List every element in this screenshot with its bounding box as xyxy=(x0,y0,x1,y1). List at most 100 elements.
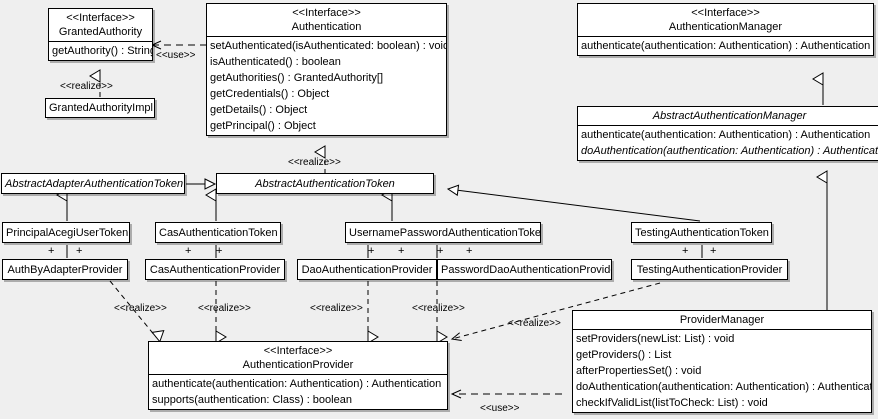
operation: isAuthenticated() : boolean xyxy=(210,56,341,68)
operation: setAuthenticated(isAuthenticated: boolea… xyxy=(210,40,447,52)
operation: afterPropertiesSet() : void xyxy=(576,365,702,377)
class-abstract-adapter-authentication-token[interactable]: AbstractAdapterAuthenticationToken xyxy=(1,173,185,194)
multiplicity-plus: + xyxy=(682,245,689,257)
class-authentication-provider[interactable]: <<Interface>> AuthenticationProvider aut… xyxy=(148,341,448,410)
operation: getAuthority() : String xyxy=(52,45,153,57)
class-abstract-authentication-manager[interactable]: AbstractAuthenticationManager authentica… xyxy=(577,106,878,161)
class-header: CasAuthenticationProvider xyxy=(146,261,284,279)
class-testing-authentication-provider[interactable]: TestingAuthenticationProvider xyxy=(631,259,788,280)
class-abstract-authentication-token[interactable]: AbstractAuthenticationToken xyxy=(216,173,434,194)
class-stereotype: <<Interface>> xyxy=(66,12,135,24)
class-cas-authentication-provider[interactable]: CasAuthenticationProvider xyxy=(145,259,285,280)
class-operations: authenticate(authentication: Authenticat… xyxy=(578,36,873,55)
class-stereotype: <<Interface>> xyxy=(263,345,333,357)
class-header: <<Interface>> AuthenticationManager xyxy=(578,4,873,36)
class-operations: setAuthenticated(isAuthenticated: boolea… xyxy=(207,36,446,135)
class-password-dao-authentication-provider[interactable]: PasswordDaoAuthenticationProvider xyxy=(437,259,612,280)
class-granted-authority-impl[interactable]: GrantedAuthorityImpl xyxy=(45,98,155,118)
operation: authenticate(authentication: Authenticat… xyxy=(581,129,871,141)
class-name: AuthenticationProvider xyxy=(242,359,354,371)
multiplicity-plus: + xyxy=(48,245,55,257)
class-operations: getAuthority() : String xyxy=(49,41,152,60)
operation: authenticate(authentication: Authenticat… xyxy=(581,40,871,52)
edge-label-realize-auth-by-adapter: <<realize>> xyxy=(114,303,167,314)
multiplicity-plus: + xyxy=(368,245,375,257)
class-name: TestingAuthenticationToken xyxy=(635,226,769,239)
class-header: AbstractAuthenticationManager xyxy=(578,107,878,125)
class-name: GrantedAuthorityImpl xyxy=(49,102,153,114)
class-header: CasAuthenticationToken xyxy=(156,224,280,242)
class-provider-manager[interactable]: ProviderManager setProviders(newList: Li… xyxy=(572,310,872,413)
operation: getDetails() : Object xyxy=(210,104,308,116)
class-name: UsernamePasswordAuthenticationToken xyxy=(349,226,541,239)
class-header: <<Interface>> Authentication xyxy=(207,4,446,36)
class-name: TestingAuthenticationProvider xyxy=(636,263,783,276)
operation: getProviders() : List xyxy=(576,349,672,361)
multiplicity-plus: + xyxy=(710,245,717,257)
class-header: ProviderManager xyxy=(573,311,871,329)
class-name: PrincipalAcegiUserToken xyxy=(6,226,129,239)
class-operations: authenticate(authentication: Authenticat… xyxy=(149,374,447,409)
class-name: CasAuthenticationProvider xyxy=(149,263,281,276)
class-header: PrincipalAcegiUserToken xyxy=(3,224,129,242)
class-name: AuthenticationManager xyxy=(668,21,783,33)
class-header: DaoAuthenticationProvider xyxy=(298,261,436,279)
class-testing-authentication-token[interactable]: TestingAuthenticationToken xyxy=(631,222,772,243)
operation: getCredentials() : Object xyxy=(210,88,330,100)
multiplicity-plus: + xyxy=(216,245,223,257)
multiplicity-plus: + xyxy=(185,245,192,257)
class-name: Authentication xyxy=(291,21,362,33)
class-name: GrantedAuthority xyxy=(58,26,143,38)
class-stereotype: <<Interface>> xyxy=(691,7,760,19)
class-header: AbstractAuthenticationToken xyxy=(217,175,433,193)
edge-label-realize-abstract-authentication-token: <<realize>> xyxy=(288,157,341,168)
multiplicity-plus: + xyxy=(437,245,444,257)
class-header: GrantedAuthorityImpl xyxy=(46,99,154,117)
class-operations: setProviders(newList: List) : void getPr… xyxy=(573,329,871,412)
edge-generalization-testing-authentication-token xyxy=(446,184,701,222)
operation: getAuthorities() : GrantedAuthority[] xyxy=(210,72,384,84)
class-header: PasswordDaoAuthenticationProvider xyxy=(438,261,612,279)
class-name: AbstractAdapterAuthenticationToken xyxy=(5,177,184,190)
edge-label-realize-password-dao-provider: <<realize>> xyxy=(412,303,465,314)
class-granted-authority[interactable]: <<Interface>> GrantedAuthority getAuthor… xyxy=(48,8,153,61)
class-name: AuthByAdapterProvider xyxy=(7,263,123,276)
class-cas-authentication-token[interactable]: CasAuthenticationToken xyxy=(155,222,281,243)
class-auth-by-adapter-provider[interactable]: AuthByAdapterProvider xyxy=(2,259,128,280)
class-name: AbstractAuthenticationManager xyxy=(652,110,807,122)
class-operations: authenticate(authentication: Authenticat… xyxy=(578,125,878,160)
edge-label-use-provider-manager: <<use>> xyxy=(480,403,520,414)
class-name: PasswordDaoAuthenticationProvider xyxy=(441,263,612,276)
class-dao-authentication-provider[interactable]: DaoAuthenticationProvider xyxy=(297,259,437,280)
operation: doAuthentication(authentication: Authent… xyxy=(581,145,878,157)
class-header: <<Interface>> GrantedAuthority xyxy=(49,9,152,41)
class-name: DaoAuthenticationProvider xyxy=(301,263,433,276)
edge-label-use-granted-authority: <<use>> xyxy=(156,50,196,61)
operation: setProviders(newList: List) : void xyxy=(576,333,735,345)
multiplicity-plus: + xyxy=(398,245,405,257)
class-header: AuthByAdapterProvider xyxy=(3,261,127,279)
operation: getPrincipal() : Object xyxy=(210,120,316,132)
operation: checkIfValidList(listToCheck: List) : vo… xyxy=(576,397,768,409)
multiplicity-plus: + xyxy=(466,245,473,257)
edge-label-realize-dao-provider: <<realize>> xyxy=(310,303,363,314)
multiplicity-plus: + xyxy=(76,245,83,257)
class-stereotype: <<Interface>> xyxy=(292,7,361,19)
operation: supports(authentication: Class) : boolea… xyxy=(152,394,352,406)
class-name: CasAuthenticationToken xyxy=(159,226,278,239)
edge-label-realize-granted-authority-impl: <<realize>> xyxy=(60,81,113,92)
class-name: ProviderManager xyxy=(679,314,765,326)
edge-label-realize-cas-provider: <<realize>> xyxy=(198,303,251,314)
class-header: AbstractAdapterAuthenticationToken xyxy=(2,175,184,193)
class-authentication[interactable]: <<Interface>> Authentication setAuthenti… xyxy=(206,3,447,136)
class-header: TestingAuthenticationToken xyxy=(632,224,771,242)
class-name: AbstractAuthenticationToken xyxy=(255,177,395,190)
class-principal-acegi-user-token[interactable]: PrincipalAcegiUserToken xyxy=(2,222,130,243)
class-header: <<Interface>> AuthenticationProvider xyxy=(149,342,447,374)
operation: authenticate(authentication: Authenticat… xyxy=(152,378,442,390)
class-username-password-authentication-token[interactable]: UsernamePasswordAuthenticationToken xyxy=(345,222,541,243)
edge-label-realize-testing-provider: <<realize>> xyxy=(508,318,561,329)
class-authentication-manager[interactable]: <<Interface>> AuthenticationManager auth… xyxy=(577,3,874,56)
operation: doAuthentication(authentication: Authent… xyxy=(576,381,872,393)
